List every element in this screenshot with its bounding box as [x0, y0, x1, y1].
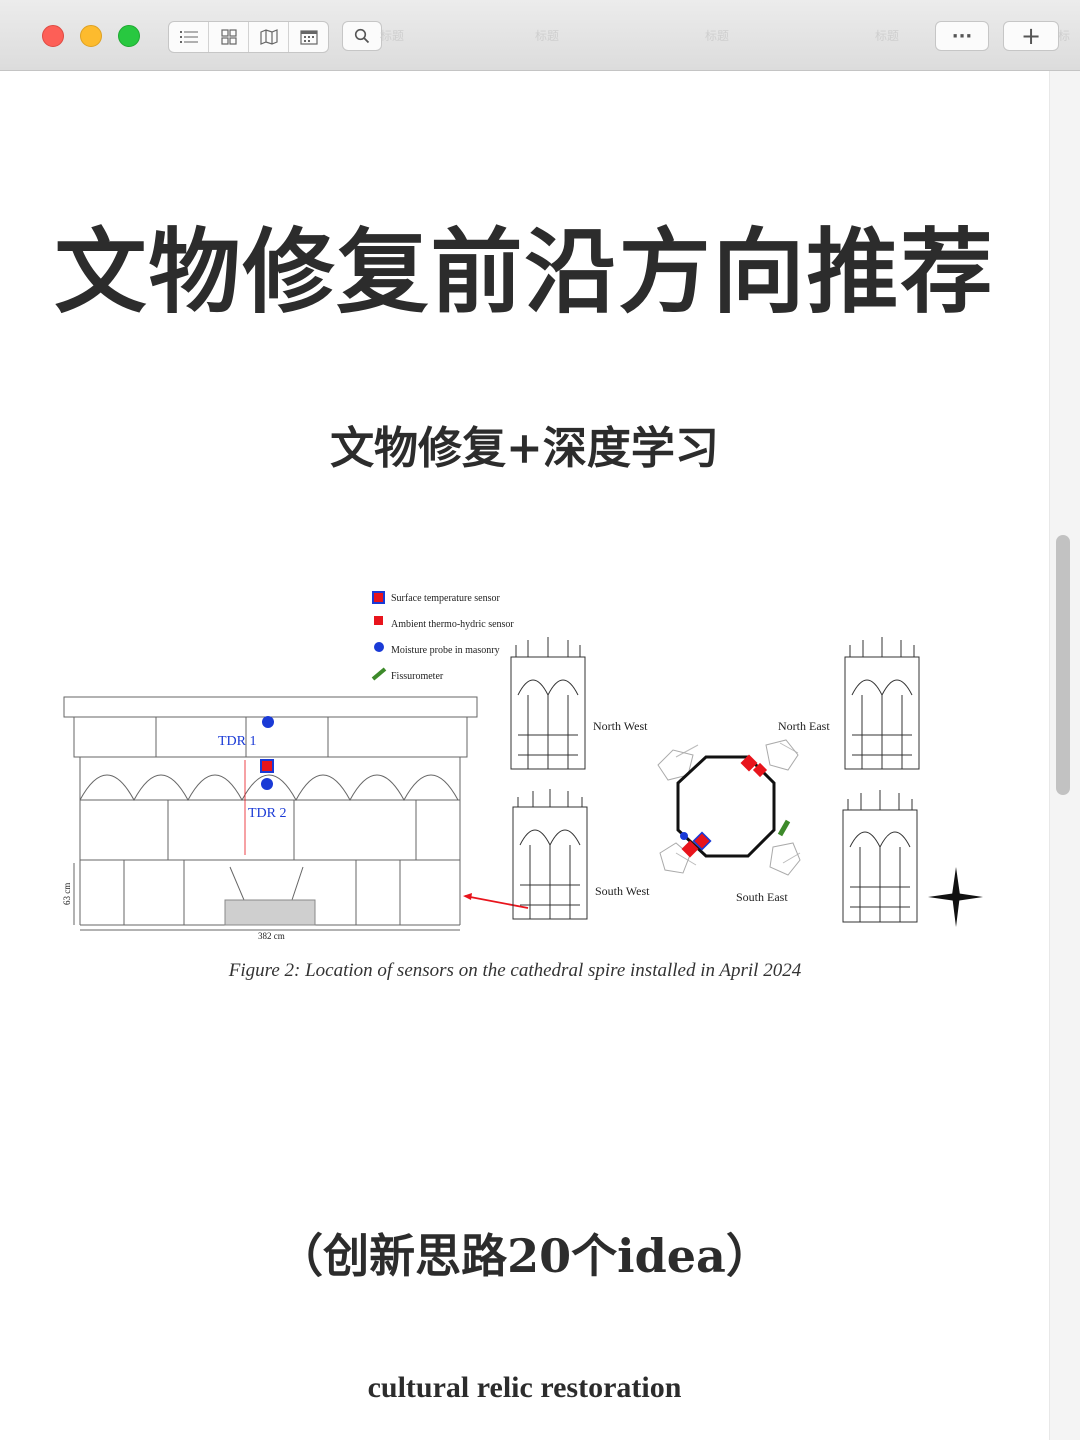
direction-label-se: South East [736, 890, 788, 904]
calendar-view-button[interactable] [289, 22, 328, 52]
map-icon [259, 29, 278, 45]
fissurometer-legend-icon [371, 667, 387, 681]
page-title: 文物修复前沿方向推荐 [54, 218, 995, 326]
fissurometer-marker [777, 819, 791, 837]
english-subtitle: cultural relic restoration [367, 1371, 682, 1404]
moisture-probe-legend-icon [374, 642, 384, 652]
minimize-window-button[interactable] [80, 25, 102, 47]
tdr1-label: TDR 1 [218, 734, 257, 749]
direction-label-ne: North East [778, 719, 830, 733]
search-button[interactable] [342, 21, 382, 51]
add-button[interactable]: + [1003, 21, 1059, 51]
map-view-button[interactable] [249, 22, 289, 52]
direction-label-nw: North West [593, 719, 648, 733]
sensor-location-figure: Surface temperature sensor Ambient therm… [62, 591, 983, 941]
list-icon [179, 31, 198, 43]
grid-icon [220, 29, 237, 45]
ghost-label: 标题 [705, 29, 730, 43]
legend-fissurometer-label: Fissurometer [391, 671, 444, 682]
compass-rose-icon [928, 867, 983, 927]
ghost-label: 标题 [875, 29, 900, 43]
window-toolbar: 标题 标题 标题 标题 标 ··· + [0, 0, 1080, 71]
page-subtitle: 文物修复+深度学习 [330, 423, 719, 474]
moisture-probe-marker [261, 778, 273, 790]
scrollbar-thumb[interactable] [1056, 535, 1070, 795]
facade-sketch-ne [844, 637, 920, 770]
legend-moisture-label: Moisture probe in masonry [391, 645, 500, 656]
pointer-arrowhead [463, 893, 472, 900]
figure-caption: Figure 2: Location of sensors on the cat… [228, 960, 802, 981]
facade-sketch-sw [512, 789, 588, 920]
zoom-window-button[interactable] [118, 25, 140, 47]
direction-label-sw: South West [595, 884, 650, 898]
tdr2-label: TDR 2 [248, 806, 287, 821]
grid-view-button[interactable] [209, 22, 249, 52]
legend-surface-label: Surface temperature sensor [391, 593, 501, 604]
moisture-probe-marker [262, 716, 274, 728]
view-mode-group [168, 21, 329, 53]
more-button[interactable]: ··· [935, 21, 989, 51]
width-dimension-label: 382 cm [258, 931, 285, 941]
surface-sensor-marker [692, 831, 712, 851]
ideas-heading: （创新思路20个idea） [277, 1229, 772, 1283]
figure-legend: Surface temperature sensor Ambient therm… [371, 591, 514, 682]
ghost-label: 标题 [535, 29, 560, 43]
ghost-label: 标 [1058, 29, 1071, 43]
height-dimension-label: 63 cm [62, 883, 72, 905]
ambient-sensor-legend-icon [374, 616, 383, 625]
ambient-sensor-marker [740, 754, 758, 772]
surface-sensor-marker [260, 759, 274, 773]
facade-sketch-nw [510, 637, 586, 770]
ambient-sensor-marker [681, 840, 699, 858]
scrollbar-track[interactable] [1049, 71, 1080, 1440]
spire-plan [657, 739, 801, 876]
facade-sketch-se [842, 790, 918, 923]
calendar-icon [299, 30, 318, 45]
legend-ambient-label: Ambient thermo-hydric sensor [391, 619, 514, 630]
elevation-drawing [63, 696, 478, 931]
ambient-sensor-marker [752, 762, 768, 778]
search-icon [354, 28, 370, 44]
list-view-button[interactable] [169, 22, 209, 52]
moisture-probe-marker [680, 832, 688, 840]
ghost-label: 标题 [380, 29, 405, 43]
pointer-arrow [464, 895, 529, 909]
close-window-button[interactable] [42, 25, 64, 47]
surface-sensor-legend-icon [372, 591, 385, 604]
